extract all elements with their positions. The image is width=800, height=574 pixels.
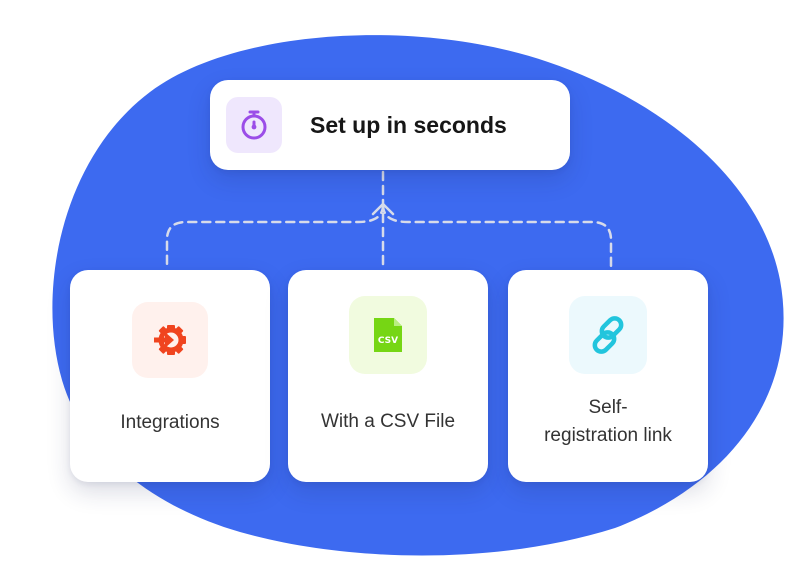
link-icon-badge [569,296,647,374]
integrations-icon-badge [132,302,208,378]
connector-left [165,203,385,270]
csv-file-icon: CSV [374,318,402,352]
option-label: Self- registration link [508,394,708,450]
setup-title: Set up in seconds [310,112,507,138]
option-csv-file[interactable]: CSV With a CSV File [288,270,488,482]
option-self-registration-link[interactable]: Self- registration link [508,270,708,482]
option-label-line-2: registration link [544,425,672,446]
csv-icon-badge: CSV [349,296,427,374]
option-integrations[interactable]: Integrations [70,270,270,482]
link-icon [592,316,624,354]
option-label-line-1: Self- [588,397,628,418]
option-label: With a CSV File [320,411,456,432]
gear-arrow-icon [154,325,186,355]
setup-card: Set up in seconds [210,80,570,170]
csv-icon-text: CSV [378,336,398,346]
stopwatch-icon-badge [226,97,282,153]
connector-right [381,203,613,270]
connector-arrow [371,202,395,216]
stopwatch-icon [241,110,267,140]
option-label: Integrations [120,412,220,433]
